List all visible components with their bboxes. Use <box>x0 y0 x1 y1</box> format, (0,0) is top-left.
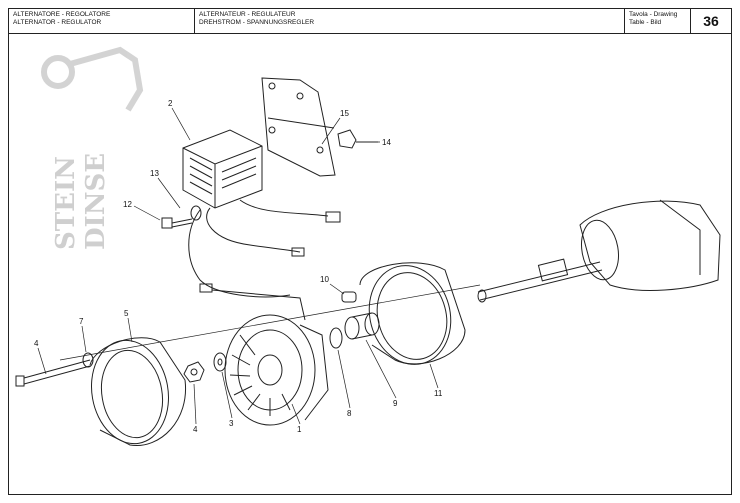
table-caption-line2: Table - Bild <box>629 19 662 26</box>
part-number-labels: 2 15 14 13 12 10 7 5 4 3 4 1 8 9 11 <box>34 99 443 434</box>
title-german: DREHSTROM - SPANNUNGSREGLER <box>199 19 315 26</box>
label-part-3: 3 <box>229 419 234 428</box>
leader-lines <box>37 107 439 425</box>
title-french: ALTERNATEUR - REGULATEUR <box>199 11 296 18</box>
label-part-14: 14 <box>382 138 391 147</box>
regulator-wiring-harness <box>188 199 341 321</box>
part-11-stator-housing <box>359 262 466 365</box>
part-1-rotor <box>224 314 329 426</box>
drawing-title-block: ALTERNATORE - REGOLATORE ALTERNATOR - RE… <box>8 8 732 34</box>
part-5-cover <box>89 337 187 447</box>
label-part-12: 12 <box>123 200 132 209</box>
part-4-nut <box>183 361 205 383</box>
label-part-7: 7 <box>79 317 84 326</box>
watermark-text: STEIN DINSE <box>51 153 111 250</box>
label-part-13: 13 <box>150 169 159 178</box>
part-4-bolt <box>15 359 91 387</box>
drawing-frame <box>8 34 732 495</box>
assembly-axis-line <box>59 284 481 361</box>
part-7-washer <box>82 352 94 368</box>
table-caption-line1: Tavola - Drawing <box>629 11 678 18</box>
label-part-15: 15 <box>340 109 349 118</box>
label-part-10: 10 <box>320 275 329 284</box>
watermark-logo-icon <box>41 46 144 112</box>
label-part-4-bolt: 4 <box>34 339 39 348</box>
part-13-washer <box>190 205 202 221</box>
watermark-line2: DINSE <box>81 153 111 250</box>
label-part-2: 2 <box>168 99 173 108</box>
title-french-german: ALTERNATEUR - REGULATEUR DREHSTROM - SPA… <box>195 9 625 33</box>
part-9-sleeve <box>344 312 380 340</box>
part-10-bush <box>341 291 357 303</box>
label-part-5: 5 <box>124 309 129 318</box>
label-part-11: 11 <box>434 389 443 398</box>
page-number: 36 <box>703 13 719 29</box>
title-italian: ALTERNATORE - REGOLATORE <box>13 11 111 18</box>
label-part-9: 9 <box>393 399 398 408</box>
part-14-clip <box>337 129 378 149</box>
part-15-gasket-plate <box>261 77 336 177</box>
table-caption: Tavola - Drawing Table - Bild <box>625 9 691 33</box>
part-2-regulator <box>182 129 263 209</box>
title-english: ALTERNATOR - REGULATOR <box>13 19 102 26</box>
part-12-screw <box>161 217 193 229</box>
part-3-spacer <box>213 352 227 372</box>
crankshaft <box>477 199 721 303</box>
label-part-8: 8 <box>347 409 352 418</box>
part-8-o-ring <box>329 327 343 349</box>
label-part-4-nut: 4 <box>193 425 198 434</box>
watermark-line1: STEIN <box>51 156 81 250</box>
title-italian-english: ALTERNATORE - REGOLATORE ALTERNATOR - RE… <box>9 9 195 33</box>
label-part-1: 1 <box>297 425 302 434</box>
